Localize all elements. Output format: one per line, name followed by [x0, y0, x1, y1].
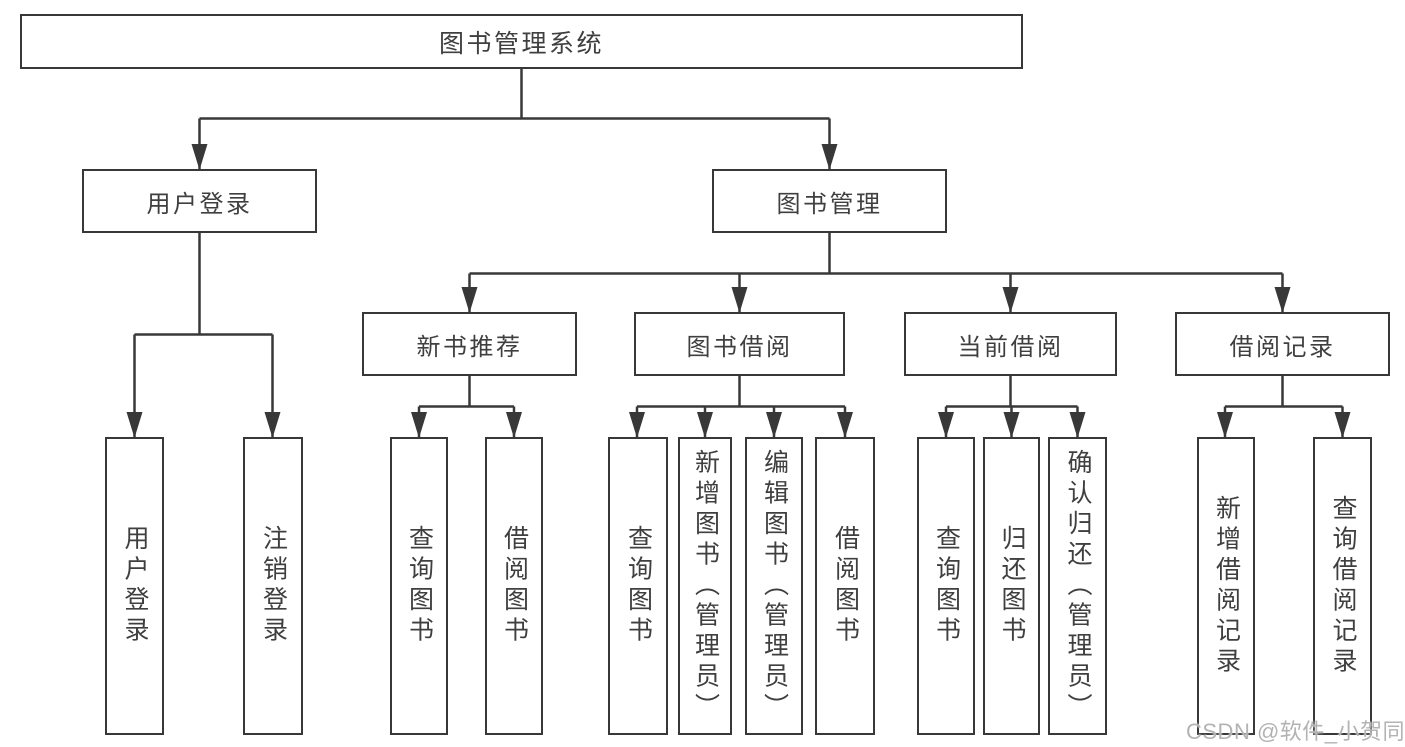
leaf-query-books-borrow: 查询图书	[608, 437, 668, 735]
leaf-label: 借阅图书	[831, 525, 860, 647]
leaf-label: 归还图书	[998, 525, 1026, 647]
leaf-label: 查询借阅记录	[1329, 494, 1357, 678]
leaf-query-books-recommend: 查询图书	[390, 437, 448, 735]
leaf-return-book: 归还图书	[983, 437, 1040, 735]
node-library-management-system: 图书管理系统	[20, 14, 1023, 69]
leaf-confirm-return-admin: 确认归还（管理员）	[1048, 437, 1107, 735]
leaf-logout: 注销登录	[243, 437, 303, 735]
watermark-text: CSDN @软件_小贺同学	[1186, 719, 1405, 744]
leaf-label: 编辑图书（管理员）	[760, 448, 789, 724]
leaf-label: 借阅图书	[500, 525, 529, 647]
leaf-add-book-admin: 新增图书（管理员）	[678, 437, 732, 735]
node-book-management-branch: 图书管理	[712, 169, 947, 233]
node-book-borrow: 图书借阅	[634, 312, 845, 376]
leaf-label: 新增借阅记录	[1212, 494, 1241, 678]
leaf-user-login: 用户登录	[105, 437, 164, 735]
leaf-borrow-books-recommend: 借阅图书	[485, 437, 543, 735]
leaf-label: 查询图书	[932, 525, 961, 647]
leaf-edit-book-admin: 编辑图书（管理员）	[745, 437, 803, 735]
leaf-label: 用户登录	[121, 525, 149, 647]
node-current-borrow: 当前借阅	[904, 312, 1117, 376]
leaf-query-borrow-record: 查询借阅记录	[1313, 437, 1372, 735]
leaf-query-books-current: 查询图书	[917, 437, 975, 735]
leaf-label: 新增图书（管理员）	[691, 448, 720, 724]
node-user-login-branch: 用户登录	[82, 169, 317, 233]
leaf-label: 查询图书	[405, 525, 434, 647]
leaf-add-borrow-record: 新增借阅记录	[1197, 437, 1255, 735]
leaf-label: 注销登录	[259, 525, 288, 647]
node-borrow-records: 借阅记录	[1175, 312, 1390, 376]
leaf-label: 确认归还（管理员）	[1064, 448, 1092, 724]
leaf-borrow-books-borrow: 借阅图书	[815, 437, 875, 735]
leaf-label: 查询图书	[624, 525, 653, 647]
node-new-book-recommend: 新书推荐	[362, 312, 577, 376]
